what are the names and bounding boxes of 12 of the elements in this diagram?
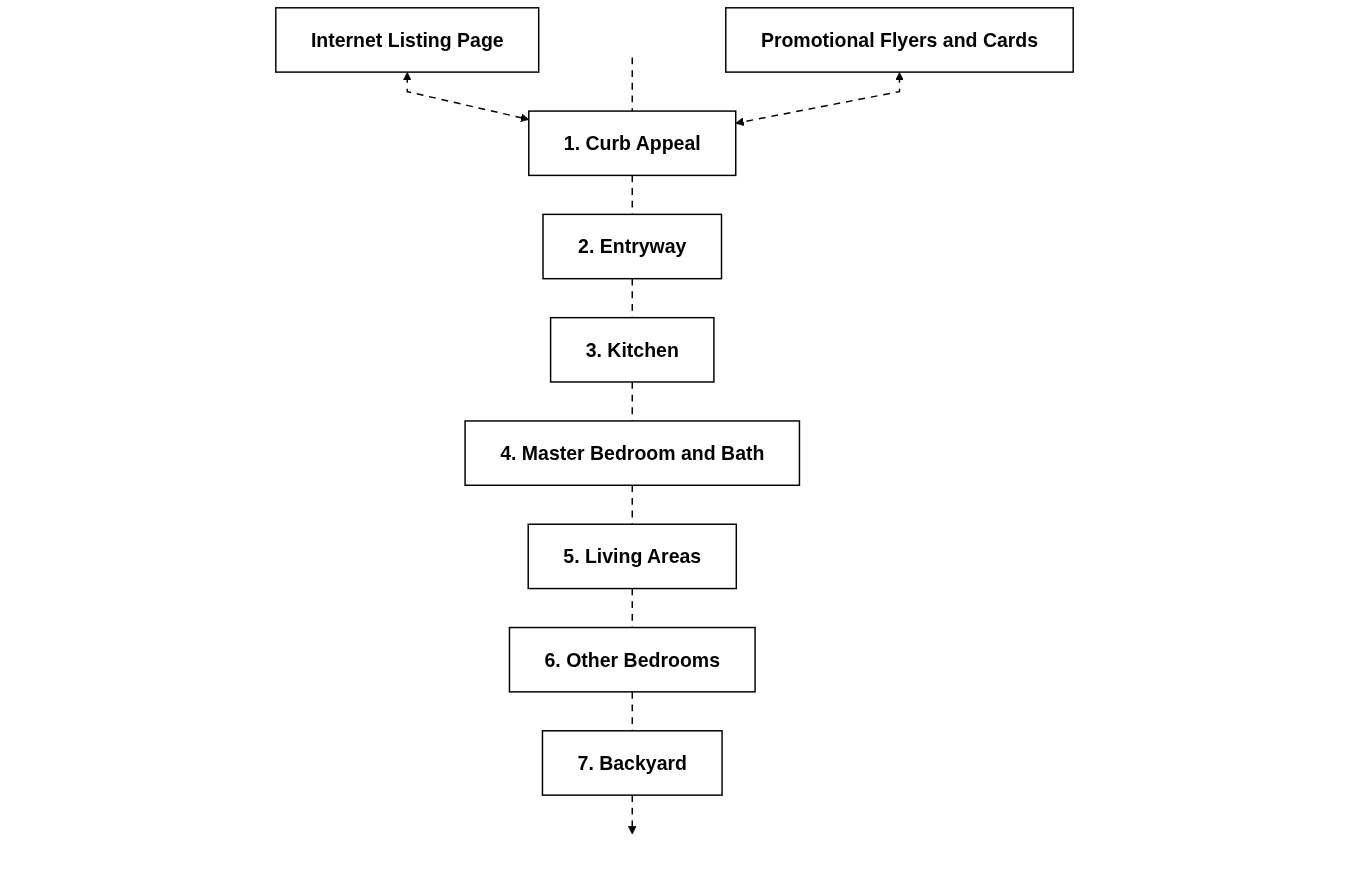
node-box: 6. Other Bedrooms bbox=[508, 626, 756, 693]
node-box: Promotional Flyers and Cards bbox=[724, 7, 1074, 73]
arrow bbox=[402, 72, 529, 122]
node-box: 7. Backyard bbox=[541, 730, 723, 796]
node-box: 4. Master Bedroom and Bath bbox=[463, 420, 800, 486]
node-box: 1. Curb Appeal bbox=[527, 110, 736, 177]
arrow bbox=[627, 794, 637, 835]
node-box: Internet Listing Page bbox=[274, 7, 539, 73]
node-box: 3. Kitchen bbox=[549, 316, 715, 383]
node-box: 5. Living Areas bbox=[527, 523, 737, 590]
node-box: 2. Entryway bbox=[541, 213, 722, 280]
connector bbox=[631, 56, 633, 112]
